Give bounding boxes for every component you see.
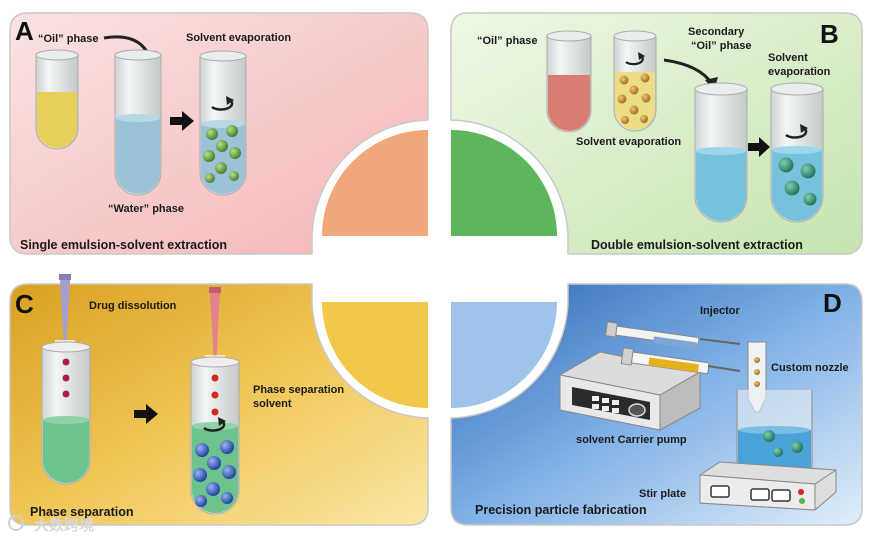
panel-a: A “Oil” phase Solvent evaporation “Water… (9, 12, 429, 255)
drug-droplet (211, 391, 219, 399)
panel-d-stir-plate-label: Stir plate (639, 488, 686, 500)
panel-b-emulsion-tube (613, 30, 657, 132)
panel-c-phase-sep-label-line1: Phase separation (253, 384, 344, 396)
quarter-yellow (322, 302, 428, 408)
panel-a-oil-tube (35, 49, 79, 150)
panel-c-phase-sep-label-line2: solvent (253, 398, 292, 410)
quarter-orange (322, 130, 428, 236)
panel-c: C Drug dissolution Phase separation solv… (9, 274, 429, 526)
quarter-blue (451, 302, 557, 408)
particle (195, 443, 209, 457)
panel-d-injector-label: Injector (700, 305, 740, 317)
panel-b-secondary-tube (694, 82, 748, 223)
drug-droplet (62, 374, 70, 382)
particle (221, 492, 233, 504)
particle (229, 171, 239, 181)
syringe-pump (559, 351, 701, 431)
drug-droplet (211, 408, 219, 416)
particle (226, 125, 238, 137)
panel-c-tube-2 (190, 356, 240, 515)
panel-d: D Injector Custom nozzle solvent Carrier… (450, 283, 863, 526)
rotation-arrow-icon (785, 127, 808, 139)
drug-droplet (62, 358, 70, 366)
particle (193, 468, 207, 482)
panel-b-evaporation-tube (770, 82, 824, 223)
particle (206, 482, 220, 496)
particle (207, 456, 221, 470)
watermark-text: 大数跨境 (34, 516, 94, 534)
syringe-upper (604, 321, 741, 350)
particle (629, 105, 639, 115)
particle (216, 140, 228, 152)
panel-c-tube-1 (41, 341, 91, 485)
particle (205, 173, 215, 183)
panel-a-oil-phase-label: “Oil” phase (38, 33, 99, 45)
panel-a-water-tube (114, 49, 162, 196)
rotation-arrow-icon (203, 420, 226, 432)
panel-b: B “Oil” phase Secondary “Oil” phase Solv… (450, 12, 863, 255)
panel-b-letter: B (820, 19, 839, 49)
particle (222, 465, 236, 479)
panel-b-solvent-evaporation-label: Solvent evaporation (576, 136, 681, 148)
panel-c-process-arrow (134, 404, 158, 424)
panel-a-caption: Single emulsion-solvent extraction (20, 238, 227, 252)
particle (640, 115, 648, 123)
panel-b-oil-tube (546, 30, 592, 133)
panel-d-letter: D (823, 288, 842, 318)
panel-a-solvent-evaporation-label: Solvent evaporation (186, 32, 291, 44)
particle (195, 495, 207, 507)
panel-b-secondary-label-line2: “Oil” phase (691, 40, 752, 52)
particle (617, 94, 627, 104)
panel-a-letter: A (15, 16, 34, 46)
particle (621, 116, 629, 124)
particle (229, 147, 241, 159)
panel-c-caption: Phase separation (30, 505, 134, 519)
panel-b-solvent-label-line1: Solvent (768, 52, 808, 64)
particle (763, 430, 775, 442)
panel-a-evaporation-tube (199, 50, 247, 196)
stir-plate-green-light (799, 498, 805, 504)
particle (206, 128, 218, 140)
particle (641, 93, 651, 103)
drug-droplet (211, 374, 219, 382)
panel-a-process-arrow (170, 111, 194, 131)
particle (629, 85, 639, 95)
panel-c-drug-dissolution-label: Drug dissolution (89, 300, 177, 312)
particle (800, 163, 816, 179)
pump-display (592, 396, 619, 413)
syringe-lower (620, 347, 741, 374)
panel-b-oil-phase-label: “Oil” phase (477, 35, 538, 47)
particle (803, 192, 817, 206)
drug-droplet (62, 390, 70, 398)
panel-b-secondary-label-line1: Secondary (688, 26, 745, 38)
stir-plate-red-light (798, 489, 804, 495)
particle (203, 150, 215, 162)
panel-b-caption: Double emulsion-solvent extraction (591, 238, 803, 252)
stir-plate-button[interactable] (771, 489, 791, 502)
particle (220, 440, 234, 454)
panel-d-carrier-pump-label: solvent Carrier pump (576, 434, 687, 446)
particle (215, 162, 227, 174)
particle (773, 447, 783, 457)
quarter-green (451, 130, 557, 236)
particle (778, 157, 794, 173)
panel-b-process-arrow (748, 137, 770, 157)
watermark: 大数跨境 (8, 515, 94, 534)
panel-a-water-phase-label: “Water” phase (108, 203, 184, 215)
stir-plate-button[interactable] (750, 488, 770, 501)
panel-c-letter: C (15, 289, 34, 319)
particle (619, 75, 629, 85)
rotation-arrow-icon (211, 99, 234, 111)
particle (784, 180, 800, 196)
particle (640, 73, 650, 83)
panel-d-custom-nozzle-label: Custom nozzle (771, 362, 849, 374)
pump-knob[interactable] (628, 403, 646, 417)
panel-d-caption: Precision particle fabrication (475, 503, 647, 517)
stir-plate (699, 461, 837, 511)
center-emblem (322, 130, 557, 408)
particle (791, 441, 803, 453)
stir-plate-button[interactable] (710, 485, 730, 498)
panel-b-evaporation-label-line2: evaporation (768, 66, 831, 78)
